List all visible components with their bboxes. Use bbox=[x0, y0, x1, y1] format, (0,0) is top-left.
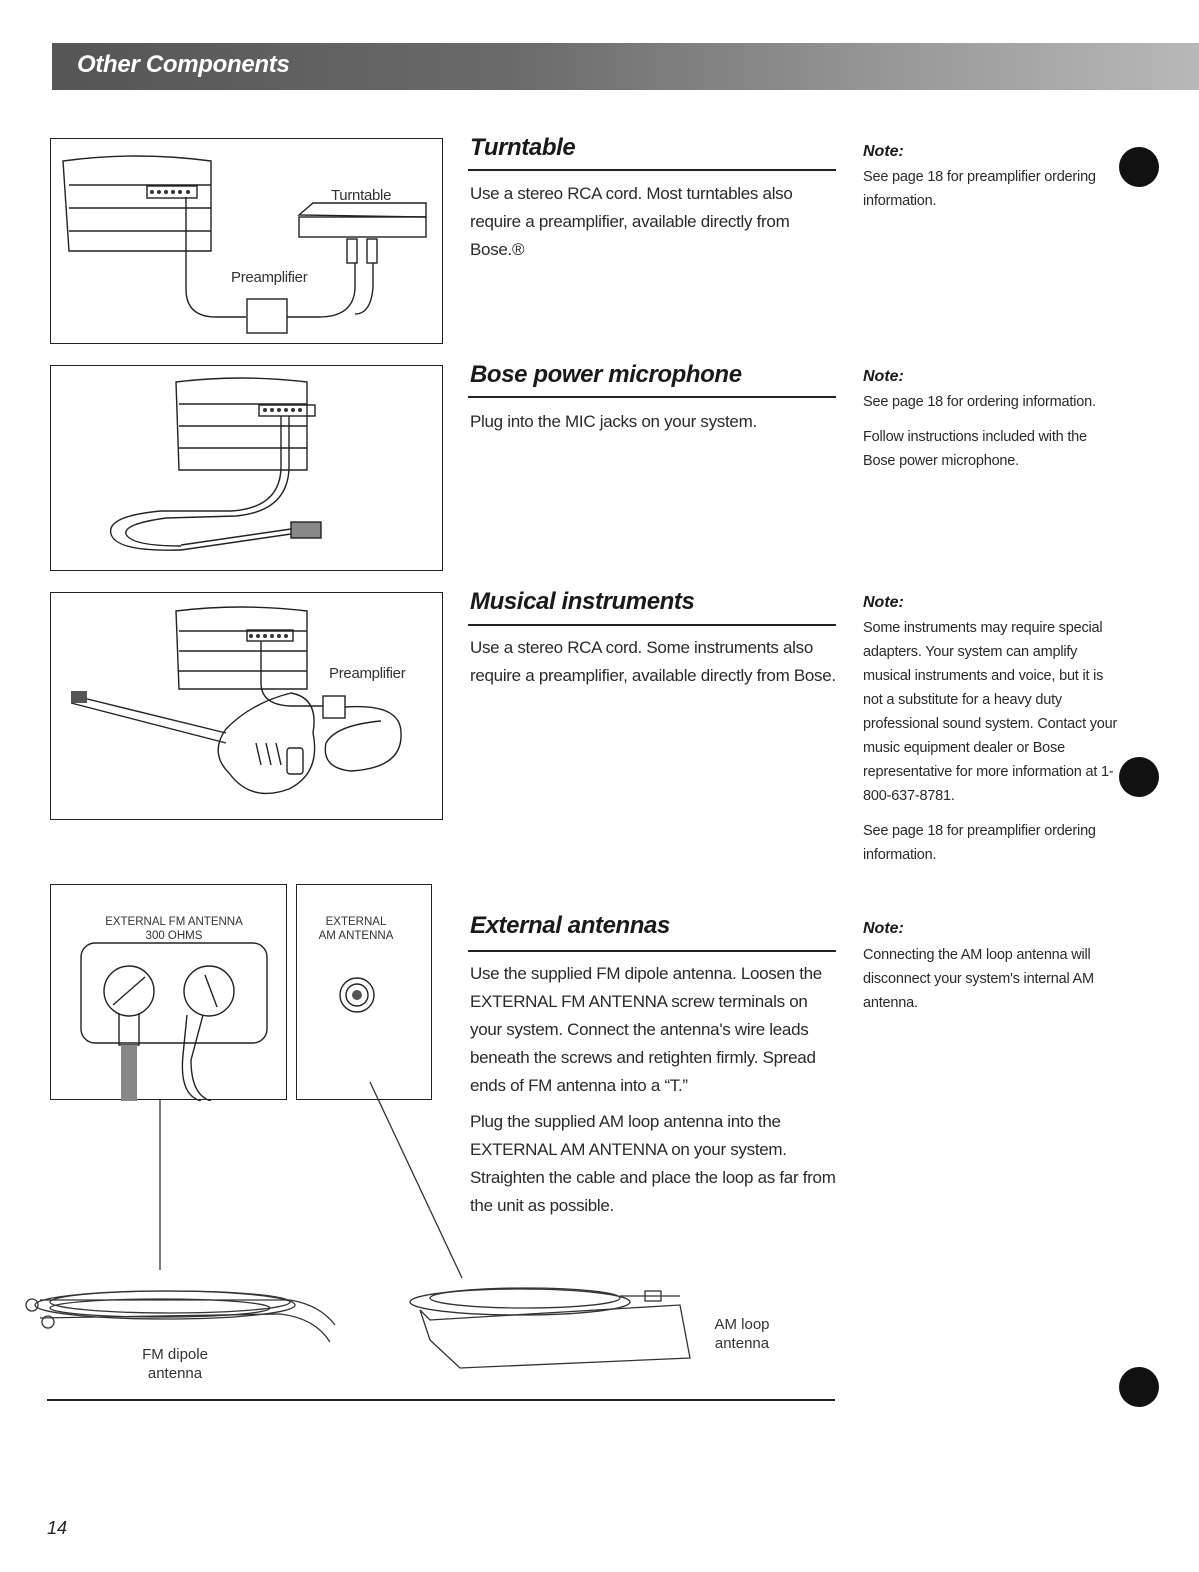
turntable-note: See page 18 for preamplifier ordering in… bbox=[863, 165, 1113, 224]
turntable-illustration bbox=[62, 155, 427, 334]
instruments-body: Use a stereo RCA cord. Some instruments … bbox=[470, 634, 838, 698]
section-title: Other Components bbox=[77, 51, 290, 78]
microphone-body-text: Plug into the MIC jacks on your system. bbox=[470, 412, 757, 431]
section-header-bar: Other Components bbox=[52, 43, 1199, 90]
turntable-label: Turntable bbox=[331, 187, 392, 204]
am-terminal-illustration bbox=[339, 977, 375, 1013]
am-terminal-figure: EXTERNAL AM ANTENNA bbox=[296, 884, 432, 1100]
instruments-figure: Preamplifier bbox=[50, 592, 443, 820]
turntable-body-text: Use a stereo RCA cord. Most turntables a… bbox=[470, 184, 793, 259]
turntable-note-text: See page 18 for preamplifier ordering in… bbox=[863, 169, 1096, 209]
instruments-note-text-2: See page 18 for preamplifier ordering in… bbox=[863, 823, 1096, 863]
microphone-figure bbox=[50, 365, 443, 571]
instruments-note: Some instruments may require special ada… bbox=[863, 616, 1125, 878]
am-antenna-caption-line-1: AM loop bbox=[714, 1316, 770, 1333]
antennas-note-text: Connecting the AM loop antenna will disc… bbox=[863, 947, 1094, 1011]
microphone-note-text-2: Follow instructions included with the Bo… bbox=[863, 429, 1087, 469]
fm-panel-label-line-1: EXTERNAL FM ANTENNA bbox=[105, 916, 243, 928]
fm-terminal-illustration bbox=[80, 942, 268, 1101]
microphone-illustration bbox=[109, 377, 322, 551]
antennas-heading: External antennas bbox=[470, 912, 670, 939]
fm-dipole-antenna-coil bbox=[25, 1290, 336, 1343]
instruments-heading: Musical instruments bbox=[470, 588, 695, 615]
fm-antenna-caption-line-1: FM dipole bbox=[142, 1346, 208, 1363]
turntable-rule bbox=[468, 169, 836, 171]
binder-hole-bottom bbox=[1119, 1367, 1159, 1407]
am-leader-line bbox=[369, 1081, 463, 1279]
am-panel-label-line-2: AM ANTENNA bbox=[318, 930, 394, 942]
microphone-heading: Bose power microphone bbox=[470, 361, 742, 388]
am-panel-label: EXTERNAL AM ANTENNA bbox=[301, 915, 411, 943]
instruments-note-heading: Note: bbox=[863, 594, 904, 611]
am-loop-antenna-coil bbox=[409, 1287, 691, 1369]
antennas-note-heading: Note: bbox=[863, 920, 904, 937]
microphone-note: See page 18 for ordering information. Fo… bbox=[863, 390, 1113, 484]
am-antenna-caption: AM loop antenna bbox=[692, 1315, 792, 1353]
antennas-rule bbox=[468, 950, 836, 952]
am-panel-label-line-1: EXTERNAL bbox=[325, 916, 387, 928]
turntable-figure: Turntable Preamplifier bbox=[50, 138, 443, 344]
fm-antenna-caption-line-2: antenna bbox=[147, 1365, 203, 1382]
instruments-note-text-1: Some instruments may require special ada… bbox=[863, 620, 1118, 804]
antennas-body-text-1: Use the supplied FM dipole antenna. Loos… bbox=[470, 964, 822, 1095]
instruments-body-text: Use a stereo RCA cord. Some instruments … bbox=[470, 638, 836, 685]
am-antenna-caption-line-2: antenna bbox=[714, 1335, 770, 1352]
preamplifier-label: Preamplifier bbox=[231, 269, 308, 286]
microphone-rule bbox=[468, 396, 836, 398]
fm-terminal-figure: EXTERNAL FM ANTENNA 300 OHMS bbox=[50, 884, 287, 1101]
antennas-body: Use the supplied FM dipole antenna. Loos… bbox=[470, 960, 842, 1228]
fm-antenna-caption: FM dipole antenna bbox=[120, 1345, 230, 1383]
turntable-heading: Turntable bbox=[470, 134, 576, 161]
binder-hole-middle bbox=[1119, 757, 1159, 797]
microphone-body: Plug into the MIC jacks on your system. bbox=[470, 408, 838, 444]
instruments-preamplifier-label: Preamplifier bbox=[329, 665, 406, 682]
microphone-note-text-1: See page 18 for ordering information. bbox=[863, 394, 1096, 410]
fm-panel-label-line-2: 300 OHMS bbox=[145, 930, 203, 942]
instruments-illustration bbox=[70, 606, 402, 795]
antennas-body-text-2: Plug the supplied AM loop antenna into t… bbox=[470, 1112, 836, 1215]
antennas-note: Connecting the AM loop antenna will disc… bbox=[863, 943, 1123, 1026]
bottom-rule bbox=[47, 1399, 835, 1401]
microphone-note-heading: Note: bbox=[863, 368, 904, 385]
page-number: 14 bbox=[47, 1518, 68, 1538]
turntable-note-heading: Note: bbox=[863, 143, 904, 160]
turntable-body: Use a stereo RCA cord. Most turntables a… bbox=[470, 180, 838, 272]
binder-hole-top bbox=[1119, 147, 1159, 187]
fm-panel-label: EXTERNAL FM ANTENNA 300 OHMS bbox=[81, 915, 267, 943]
instruments-rule bbox=[468, 624, 836, 626]
